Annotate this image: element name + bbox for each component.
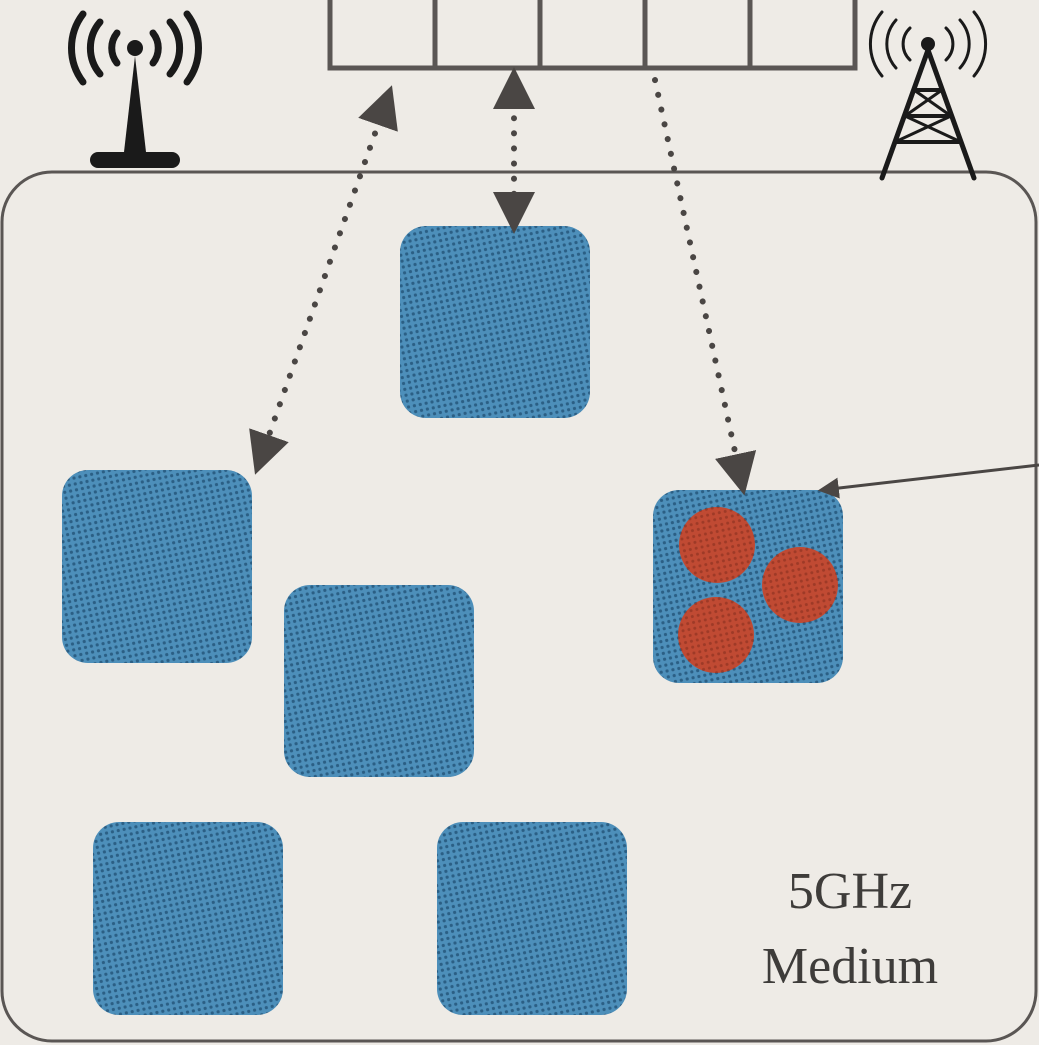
node-bottom-left [93,822,283,1015]
medium-label-line2: Medium [761,938,939,995]
arrow-queue-to-right-node [652,77,757,496]
node-bottom-center [437,822,627,1015]
wifi-antenna-icon [68,10,202,168]
node-left [62,470,252,663]
node-top [400,226,590,418]
medium-label-line1: 5GHz [787,863,913,920]
node-middle [284,585,474,777]
dotted-arrows [249,67,757,496]
packet-queue [327,0,858,71]
pointer-arrow [817,463,1039,499]
client-circle [679,507,755,583]
client-circle [678,597,754,673]
arrow-queue-to-left-node [249,85,398,475]
cell-tower-icon [868,10,988,181]
client-circle [762,547,838,623]
